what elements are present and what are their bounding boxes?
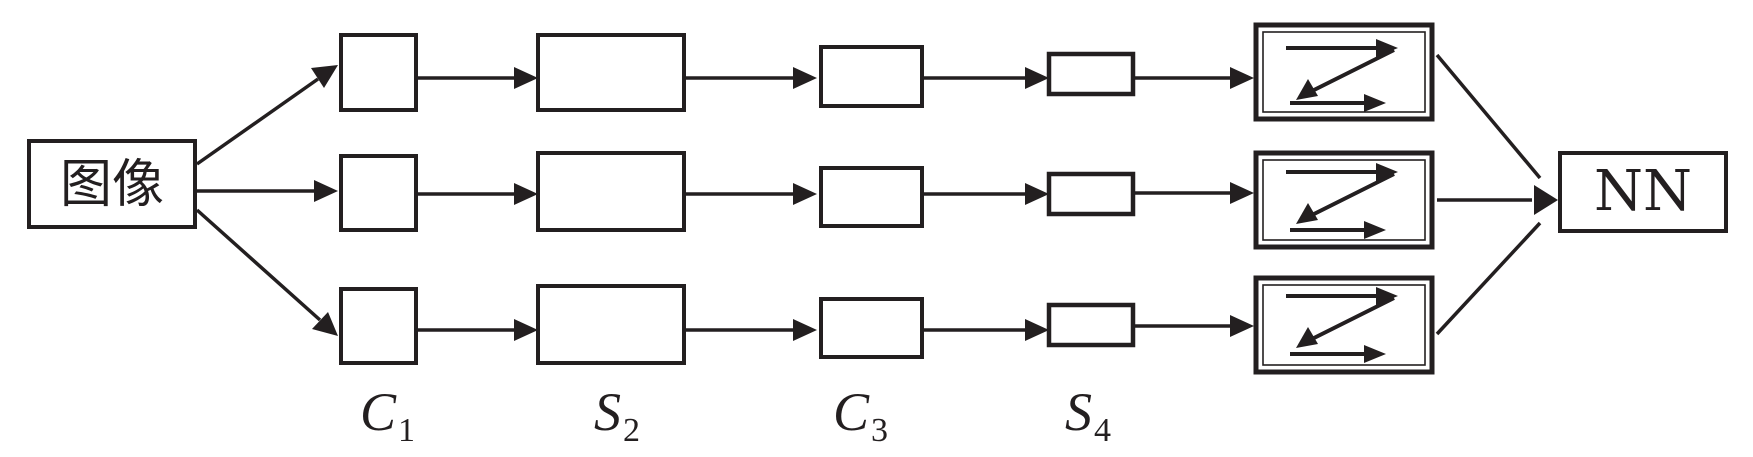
c1-box-row2 bbox=[339, 154, 418, 232]
s4-box-row1 bbox=[1046, 51, 1136, 97]
stage-label-s2: S2 bbox=[594, 382, 640, 449]
row-3 bbox=[339, 275, 1435, 375]
arrowhead bbox=[514, 183, 538, 205]
arrowhead bbox=[1025, 67, 1049, 89]
stage-label-c3: C3 bbox=[833, 382, 888, 449]
arrowhead bbox=[1025, 319, 1049, 341]
arrowhead bbox=[793, 67, 817, 89]
c1-box-row1 bbox=[339, 33, 418, 112]
arrowhead bbox=[793, 183, 817, 205]
output-node: NN bbox=[1558, 151, 1728, 233]
c3-box-row2 bbox=[819, 166, 924, 228]
row-2 bbox=[339, 150, 1435, 250]
arrowhead bbox=[514, 67, 538, 89]
input-label: 图像 bbox=[60, 155, 164, 215]
connection-glyph-icon bbox=[1286, 163, 1398, 239]
connection-glyph-icon bbox=[1286, 287, 1398, 363]
c1-box-row3 bbox=[339, 287, 418, 365]
s4-box-row3 bbox=[1046, 302, 1136, 348]
input-connectors bbox=[195, 65, 338, 336]
arrowhead bbox=[1025, 183, 1049, 205]
stage-label-c1: C1 bbox=[360, 382, 415, 449]
s4-box-row2 bbox=[1046, 171, 1136, 217]
s2-box-row1 bbox=[536, 33, 686, 112]
arrowhead bbox=[1230, 182, 1254, 204]
dense-block-row3 bbox=[1253, 275, 1435, 375]
stage-label-s4: S4 bbox=[1065, 382, 1111, 449]
arrowhead bbox=[1230, 67, 1254, 89]
connector-row1-to-nn bbox=[1435, 53, 1542, 180]
connector-row3-to-nn bbox=[1435, 221, 1542, 336]
s2-box-row2 bbox=[536, 151, 686, 232]
row-1 bbox=[339, 22, 1435, 122]
arrowhead bbox=[793, 319, 817, 341]
arrowhead bbox=[514, 319, 538, 341]
output-connectors bbox=[1435, 53, 1558, 336]
stage-labels: C1 S2 C3 S4 bbox=[360, 382, 1111, 449]
connection-glyph-icon bbox=[1286, 39, 1398, 112]
input-node: 图像 bbox=[27, 139, 197, 229]
arrowhead bbox=[311, 65, 338, 88]
arrowhead bbox=[312, 312, 338, 336]
c3-box-row1 bbox=[819, 45, 924, 108]
dense-block-row2 bbox=[1253, 150, 1435, 250]
connector-input-to-c1-row1 bbox=[195, 77, 320, 166]
c3-box-row3 bbox=[819, 297, 924, 359]
merge-arrowhead bbox=[1534, 185, 1558, 215]
connector-input-to-c1-row3 bbox=[195, 208, 322, 322]
output-label: NN bbox=[1594, 159, 1692, 224]
s2-box-row3 bbox=[536, 284, 686, 365]
arrowhead bbox=[314, 180, 338, 202]
dense-block-row1 bbox=[1253, 22, 1435, 122]
arrowhead bbox=[1230, 315, 1254, 337]
